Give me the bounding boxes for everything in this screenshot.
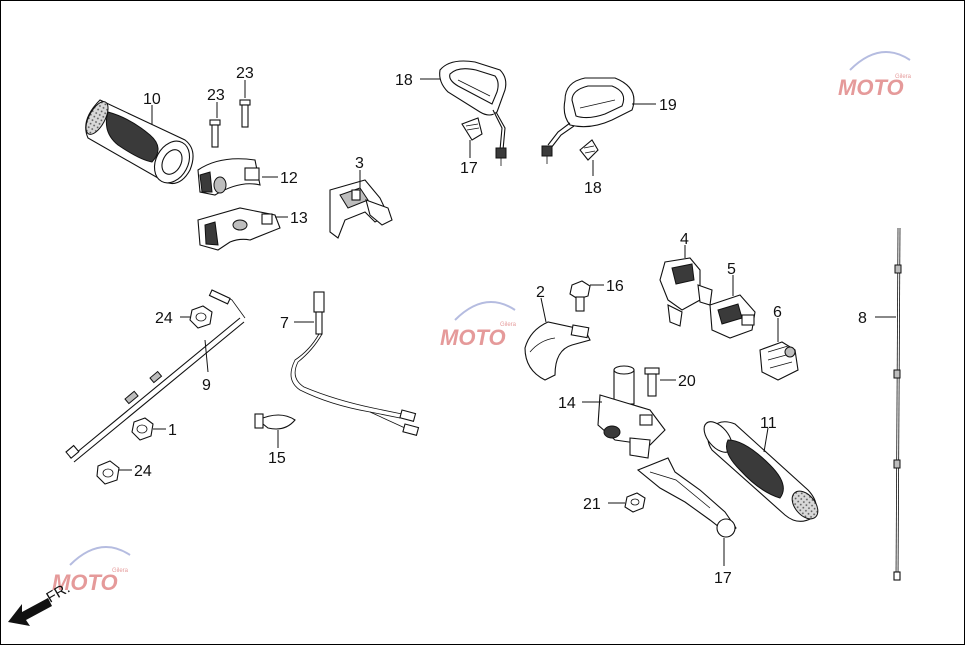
callout-3: 3 (355, 155, 364, 172)
svg-text:MOTO: MOTO (838, 75, 904, 100)
callout-18-b: 18 (584, 180, 602, 197)
part-18-mirror-nut-left (461, 117, 483, 141)
part-10-left-grip (85, 99, 194, 185)
callout-11: 11 (760, 415, 777, 432)
svg-text:MOTO: MOTO (52, 570, 118, 595)
part-8-long-cable (893, 227, 902, 581)
callout-19: 18 (395, 72, 413, 89)
part-24-nut-lower (96, 460, 120, 485)
callout-1: 1 (168, 422, 177, 439)
callout-12: 12 (280, 170, 298, 187)
part-22-nut (624, 492, 646, 513)
callout-10: 10 (143, 91, 161, 108)
svg-text:Gilera: Gilera (112, 568, 129, 574)
callout-20: 19 (659, 97, 677, 114)
part-15-clip (254, 413, 296, 430)
part-6-switch-connector (759, 341, 799, 381)
part-19-left-mirror (439, 60, 507, 166)
callout-13: 13 (290, 210, 308, 227)
callout-24-a: 24 (155, 310, 173, 327)
watermark-center: MOTO Gilera (440, 301, 517, 350)
part-13-throttle-housing-lower (197, 207, 281, 251)
part-3-left-switch (329, 179, 393, 239)
callout-21: 20 (678, 373, 696, 390)
callout-7: 7 (280, 315, 289, 332)
callout-6: 6 (773, 304, 782, 321)
part-1-nut (131, 417, 154, 441)
callout-24-b: 24 (134, 463, 152, 480)
callout-9: 9 (202, 377, 211, 394)
part-21-screw (644, 367, 660, 397)
svg-text:MOTO: MOTO (440, 325, 506, 350)
part-16-bolt (569, 280, 591, 312)
callout-5: 5 (727, 261, 736, 278)
part-17-brake-lever (636, 457, 737, 538)
watermark-bottom-left: MOTO Gilera (52, 546, 131, 595)
callout-23-b: 23 (236, 65, 254, 82)
part-2-clamp (524, 321, 591, 381)
watermark-top-right: MOTO Gilera (838, 51, 912, 100)
part-4-right-switch-upper (659, 257, 713, 327)
part-12-throttle-housing-upper (197, 158, 261, 196)
callout-22: 21 (583, 496, 601, 513)
callout-23-a: 23 (207, 87, 225, 104)
callout-16: 16 (606, 278, 624, 295)
part-18-mirror-nut-right (579, 139, 599, 161)
part-23-screw-b (239, 99, 251, 128)
part-14-lever-bracket (597, 365, 666, 459)
part-20-right-mirror (541, 77, 635, 164)
callout-2: 2 (536, 284, 545, 301)
callout-8: 8 (858, 310, 867, 327)
callout-15: 15 (268, 450, 286, 467)
part-5-right-switch-lower (709, 294, 756, 339)
callout-4: 4 (680, 231, 689, 248)
svg-text:Gilera: Gilera (500, 322, 517, 328)
callout-17: 17 (714, 570, 732, 587)
callout-14: 14 (558, 395, 576, 412)
callout-18-a: 17 (460, 160, 478, 177)
part-24-nut-upper (189, 305, 213, 329)
part-11-right-grip (703, 421, 819, 522)
part-23-screw-a (209, 119, 221, 148)
part-7-wire-harness (290, 291, 420, 437)
svg-text:Gilera: Gilera (895, 74, 912, 80)
front-direction-arrow: FR. (8, 580, 73, 626)
part-9-clutch-cable (65, 289, 246, 463)
